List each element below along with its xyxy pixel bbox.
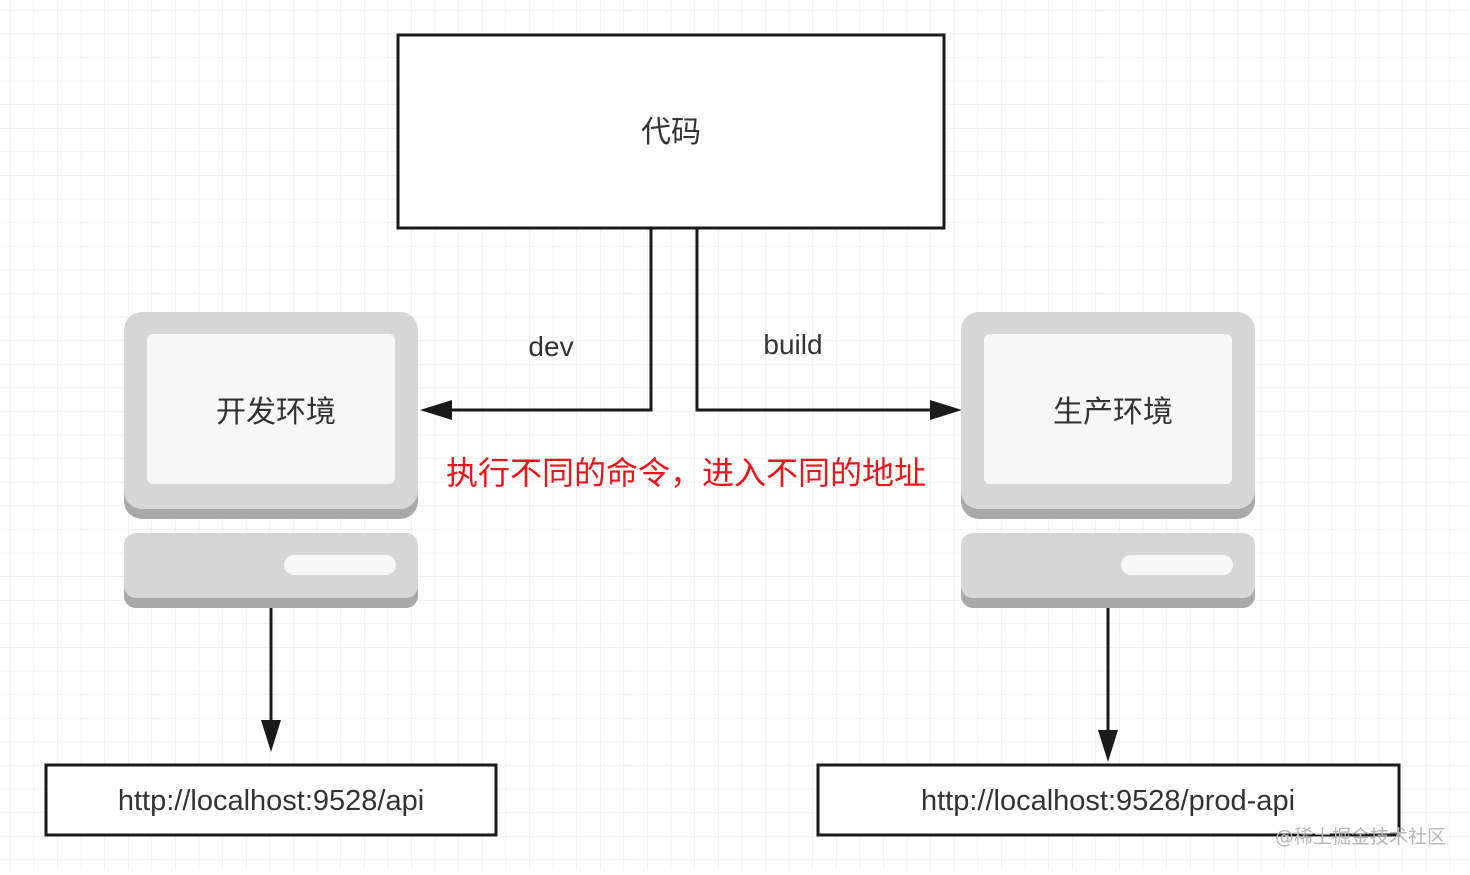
code-box-label: 代码 [641,115,701,150]
dev-edge-label: dev [528,331,573,362]
annotation-text: 执行不同的命令，进入不同的地址 [446,454,926,492]
prod-down-arrow [1098,608,1118,762]
code-box: 代码 [396,33,946,230]
dev-env-label: 开发环境 [216,395,336,430]
dev-down-arrow [261,608,281,752]
dev-arrowhead-icon [420,400,452,420]
prod-env-label: 生产环境 [1053,395,1173,430]
dev-url-text: http://localhost:9528/api [118,785,424,817]
build-edge-label: build [763,329,822,360]
dev-down-arrowhead-icon [261,720,281,752]
build-arrowhead-icon [930,400,962,420]
prod-url-box: http://localhost:9528/prod-api [816,763,1401,837]
build-edge: build [695,228,962,420]
prod-url-text: http://localhost:9528/prod-api [921,785,1295,817]
watermark-text: @稀土掘金技术社区 [1275,826,1446,848]
prod-down-arrowhead-icon [1098,730,1118,762]
dev-computer-icon: 开发环境 [124,312,418,608]
dev-edge: dev [420,228,653,420]
prod-computer-icon: 生产环境 [961,312,1255,608]
dev-url-box: http://localhost:9528/api [44,763,498,837]
